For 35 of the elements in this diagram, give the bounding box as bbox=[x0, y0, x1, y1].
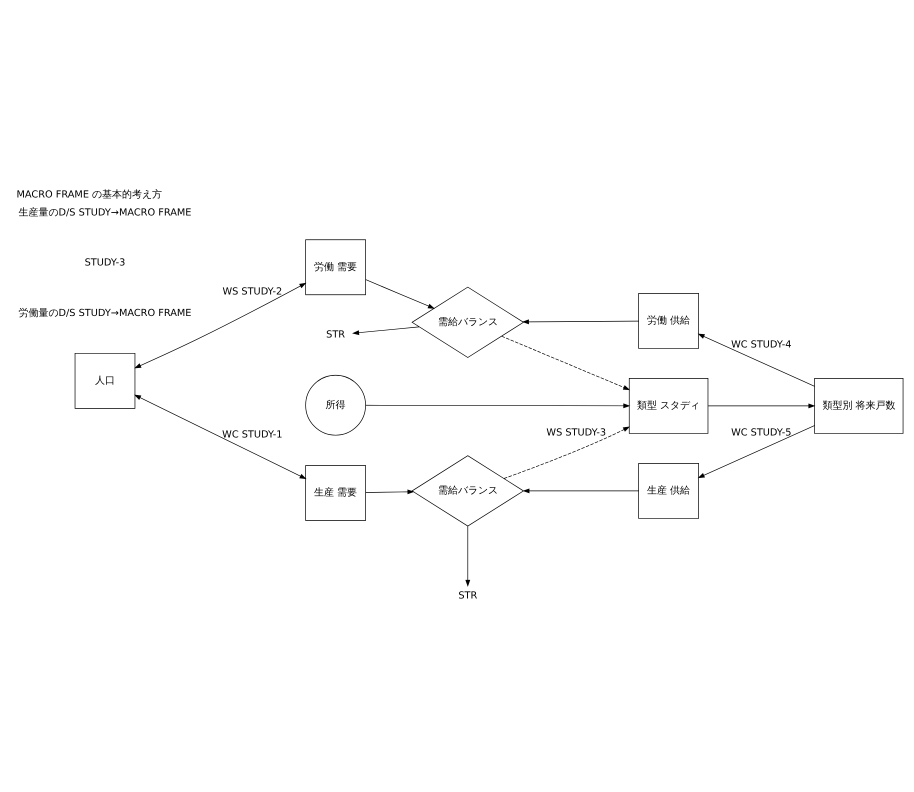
node-diamond: 需給バランス bbox=[411, 286, 524, 358]
node-diamond: 需給バランス bbox=[411, 454, 524, 526]
edge-label: WC STUDY-1 bbox=[222, 428, 283, 440]
label: STUDY-3 bbox=[84, 257, 126, 268]
edge-label: WC STUDY-4 bbox=[731, 339, 792, 350]
arrow bbox=[365, 278, 435, 308]
node-text: STR bbox=[458, 590, 478, 602]
label: 生産量のD/S STUDY→MACRO FRAME bbox=[18, 206, 192, 218]
arrow bbox=[134, 282, 306, 368]
arrow bbox=[134, 394, 307, 479]
label: 労働量のD/S STUDY→MACRO FRAME bbox=[18, 307, 192, 318]
arrow bbox=[708, 402, 816, 408]
arrow bbox=[501, 335, 630, 390]
node-text: STR bbox=[326, 328, 346, 340]
edge-label: WC STUDY-5 bbox=[731, 426, 792, 438]
node-box: 生産 需要 bbox=[305, 464, 366, 520]
arrow bbox=[465, 525, 470, 586]
arrow bbox=[504, 426, 630, 478]
node-box: 労働 需要 bbox=[305, 238, 366, 295]
node-circle: 所得 bbox=[305, 374, 366, 436]
arrow bbox=[365, 488, 414, 494]
arrow bbox=[698, 333, 815, 386]
arrow bbox=[522, 318, 639, 324]
node-box: 類型別 将来戸数 bbox=[814, 378, 904, 434]
arrow bbox=[698, 424, 815, 478]
arrow bbox=[365, 402, 630, 408]
node-box: 労働 供給 bbox=[638, 292, 699, 348]
arrow bbox=[352, 326, 420, 335]
node-box: 人口 bbox=[74, 352, 136, 408]
node-box: 類型 スタディ bbox=[628, 378, 708, 434]
arrow bbox=[522, 488, 639, 493]
diagram-title: MACRO FRAME の基本的考え方 bbox=[16, 188, 162, 200]
edge-label: WS STUDY-2 bbox=[222, 286, 282, 298]
node-box: 生産 供給 bbox=[638, 462, 699, 518]
edge-label: WS STUDY-3 bbox=[546, 426, 606, 438]
